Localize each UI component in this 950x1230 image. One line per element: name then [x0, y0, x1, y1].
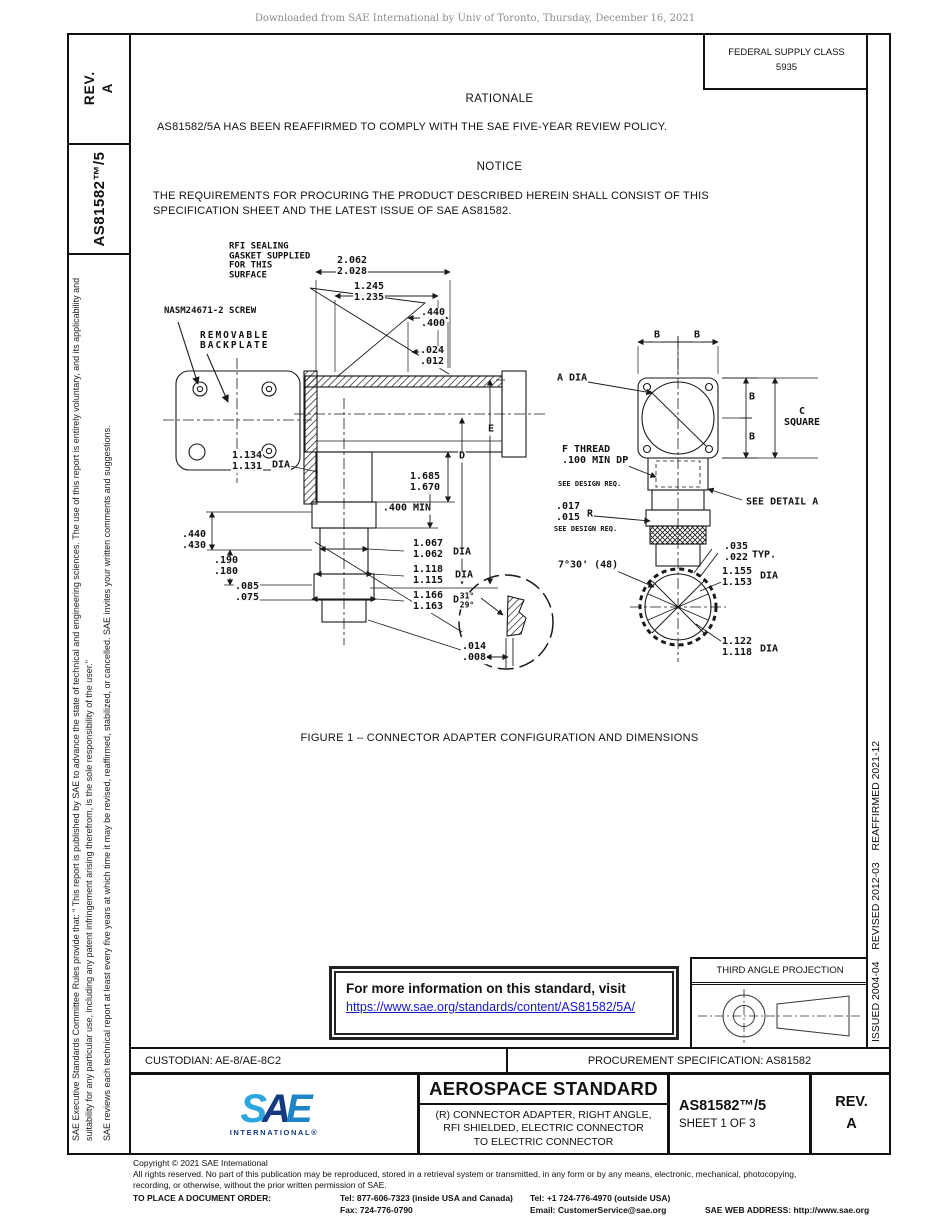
rev-sidebar-value: A: [100, 82, 115, 94]
figure-caption: FIGURE 1 – CONNECTOR ADAPTER CONFIGURATI…: [300, 732, 699, 744]
rights-line1: All rights reserved. No part of this pub…: [133, 1169, 797, 1180]
doc-number-box-divider: [67, 253, 131, 255]
fsc-label: FEDERAL SUPPLY CLASS: [728, 47, 845, 59]
custodian-cell: CUSTODIAN: AE-8/AE-8C2: [131, 1049, 508, 1072]
fsc-code: 5935: [775, 61, 798, 73]
rev-sidebar-label: REV.: [81, 70, 97, 106]
order-row-2: Fax: 724-776-0790 Email: CustomerService…: [133, 1205, 943, 1216]
sae-logo-a: A: [262, 1087, 291, 1131]
fax-number: Fax: 724-776-0790: [340, 1204, 413, 1215]
download-note: Downloaded from SAE International by Uni…: [254, 13, 696, 24]
sae-logo-e: E: [285, 1087, 313, 1131]
standard-url-link[interactable]: https://www.sae.org/standards/content/AS…: [346, 1000, 636, 1014]
sheet-number: SHEET 1 OF 3: [679, 1118, 756, 1130]
more-info-box: For more information on this standard, v…: [329, 966, 679, 1040]
more-info-box-inner: For more information on this standard, v…: [334, 971, 674, 1035]
web-address: SAE WEB ADDRESS: http://www.sae.org: [705, 1204, 870, 1215]
notice-body-line2: SPECIFICATION SHEET AND THE LATEST ISSUE…: [153, 205, 512, 217]
copyright-line: Copyright © 2021 SAE International: [133, 1158, 268, 1168]
subtitle-line2: RFI SHIELDED, ELECTRIC CONNECTOR: [443, 1122, 644, 1135]
doc-number-cell: AS81582™/5 SHEET 1 OF 3: [670, 1075, 812, 1153]
doc-number: AS81582™/5: [679, 1098, 767, 1114]
right-column-divider: [866, 33, 868, 1049]
technical-drawing: [163, 268, 818, 670]
notice-body-line1: THE REQUIREMENTS FOR PROCURING THE PRODU…: [153, 190, 709, 202]
procurement-cell: PROCUREMENT SPECIFICATION: AS81582: [587, 1054, 812, 1067]
more-info-text: For more information on this standard, v…: [346, 981, 626, 996]
rev-label: REV.: [835, 1094, 868, 1111]
tel-outside: Tel: +1 724-776-4970 (outside USA): [530, 1192, 671, 1203]
sae-logo-s: S: [240, 1087, 267, 1131]
copyright-block: Copyright © 2021 SAE International All r…: [133, 1158, 943, 1216]
order-label: TO PLACE A DOCUMENT ORDER:: [133, 1192, 272, 1203]
email-address: Email: CustomerService@sae.org: [530, 1204, 667, 1215]
document-subtitle: (R) CONNECTOR ADAPTER, RIGHT ANGLE, RFI …: [420, 1105, 667, 1153]
order-spacer: [133, 1205, 340, 1216]
tel-inside: Tel: 877-606-7323 (inside USA and Canada…: [340, 1192, 513, 1203]
sae-logo-subtext: INTERNATIONAL®: [229, 1128, 319, 1137]
order-row-1: TO PLACE A DOCUMENT ORDER: Tel: 877-606-…: [133, 1193, 943, 1204]
page-frame: [67, 33, 891, 1155]
rationale-title: RATIONALE: [465, 93, 534, 105]
sae-logo: SAE INTERNATIONAL®: [131, 1075, 420, 1153]
rationale-body: AS81582/5A HAS BEEN REAFFIRMED TO COMPLY…: [157, 121, 668, 133]
sae-logo-letters: SAE: [240, 1089, 312, 1129]
custodian-row: CUSTODIAN: AE-8/AE-8C2 PROCUREMENT SPECI…: [131, 1047, 891, 1072]
rights-line2: recording, or otherwise, without the pri…: [133, 1180, 387, 1191]
doc-number-sidebar: AS81582™/5: [69, 145, 129, 253]
third-angle-projection-box: THIRD ANGLE PROJECTION: [690, 957, 868, 1047]
subtitle-line3: TO ELECTRIC CONNECTOR: [473, 1135, 614, 1148]
disclaimer-paragraph-1: SAE Executive Standards Committee Rules …: [71, 277, 94, 1141]
sae-disclaimer: SAE Executive Standards Committee Rules …: [70, 265, 128, 1141]
projection-title: THIRD ANGLE PROJECTION: [692, 959, 868, 985]
rev-box-divider: [67, 143, 131, 145]
rev-cell: REV. A: [812, 1075, 891, 1153]
rev-value: A: [846, 1116, 857, 1132]
notice-title: NOTICE: [476, 161, 523, 173]
left-column-divider: [129, 33, 131, 1155]
title-block-center: AEROSPACE STANDARD (R) CONNECTOR ADAPTER…: [420, 1075, 670, 1153]
title-block: SAE INTERNATIONAL® AEROSPACE STANDARD (R…: [131, 1072, 891, 1153]
disclaimer-paragraph-2: SAE reviews each technical report at lea…: [101, 425, 112, 1141]
rev-sidebar: REV. A: [69, 33, 129, 143]
projection-symbol: [698, 989, 860, 1043]
federal-supply-class-box: FEDERAL SUPPLY CLASS 5935: [703, 33, 868, 90]
doc-number-sidebar-text: AS81582™/5: [90, 151, 108, 247]
subtitle-line1: (R) CONNECTOR ADAPTER, RIGHT ANGLE,: [435, 1108, 652, 1121]
document-type-title: AEROSPACE STANDARD: [420, 1075, 667, 1105]
